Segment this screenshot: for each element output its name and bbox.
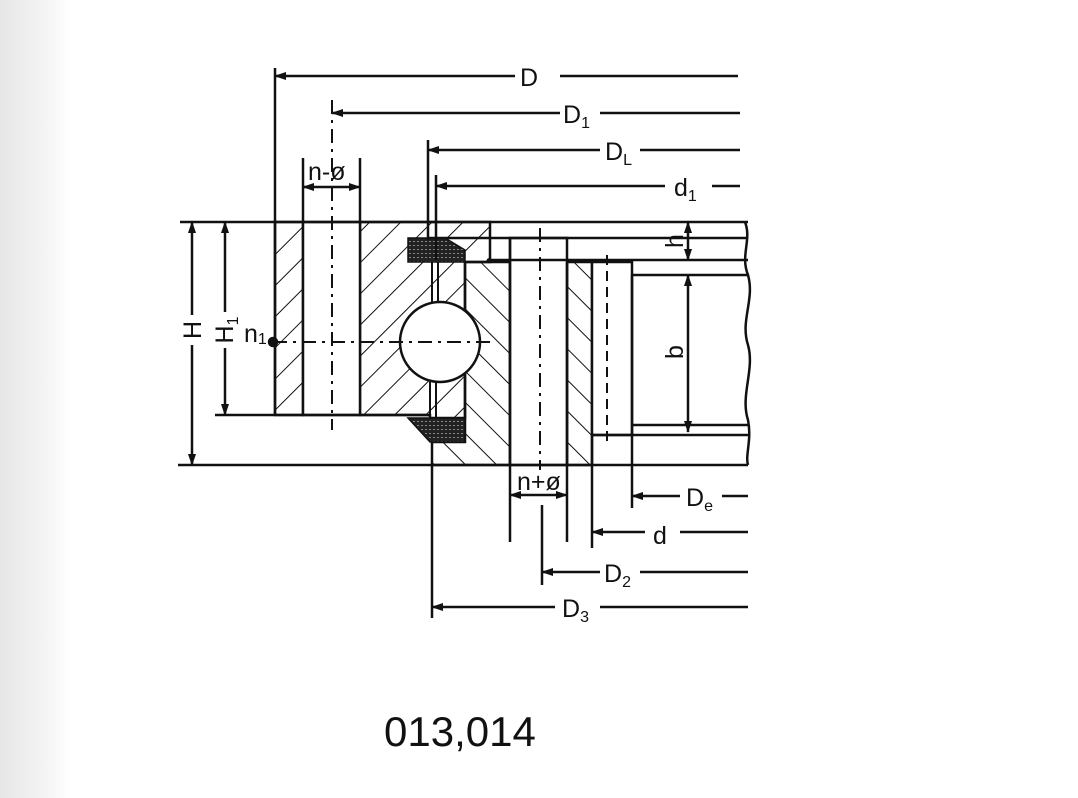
label-n-hole-top: n-ø (308, 158, 346, 186)
label-D2: D2 (604, 560, 631, 591)
label-d: d (653, 522, 667, 550)
label-DL: DL (605, 138, 632, 169)
label-n-hole-bottom: n+ø (517, 468, 561, 496)
label-H1: H1 (211, 316, 242, 343)
label-H: H (179, 321, 207, 339)
label-h: h (661, 234, 689, 248)
label-D3: D3 (562, 595, 589, 626)
label-D1: D1 (563, 101, 590, 132)
label-De: De (686, 484, 713, 515)
label-b: b (661, 345, 689, 359)
label-d1: d1 (674, 174, 697, 205)
n1-point (267, 336, 279, 348)
page-edge-shadow (0, 0, 70, 798)
label-n1: n1 (244, 320, 267, 348)
label-D: D (520, 64, 538, 92)
model-caption: 013,014 (384, 708, 536, 755)
lower-seal (406, 417, 466, 443)
